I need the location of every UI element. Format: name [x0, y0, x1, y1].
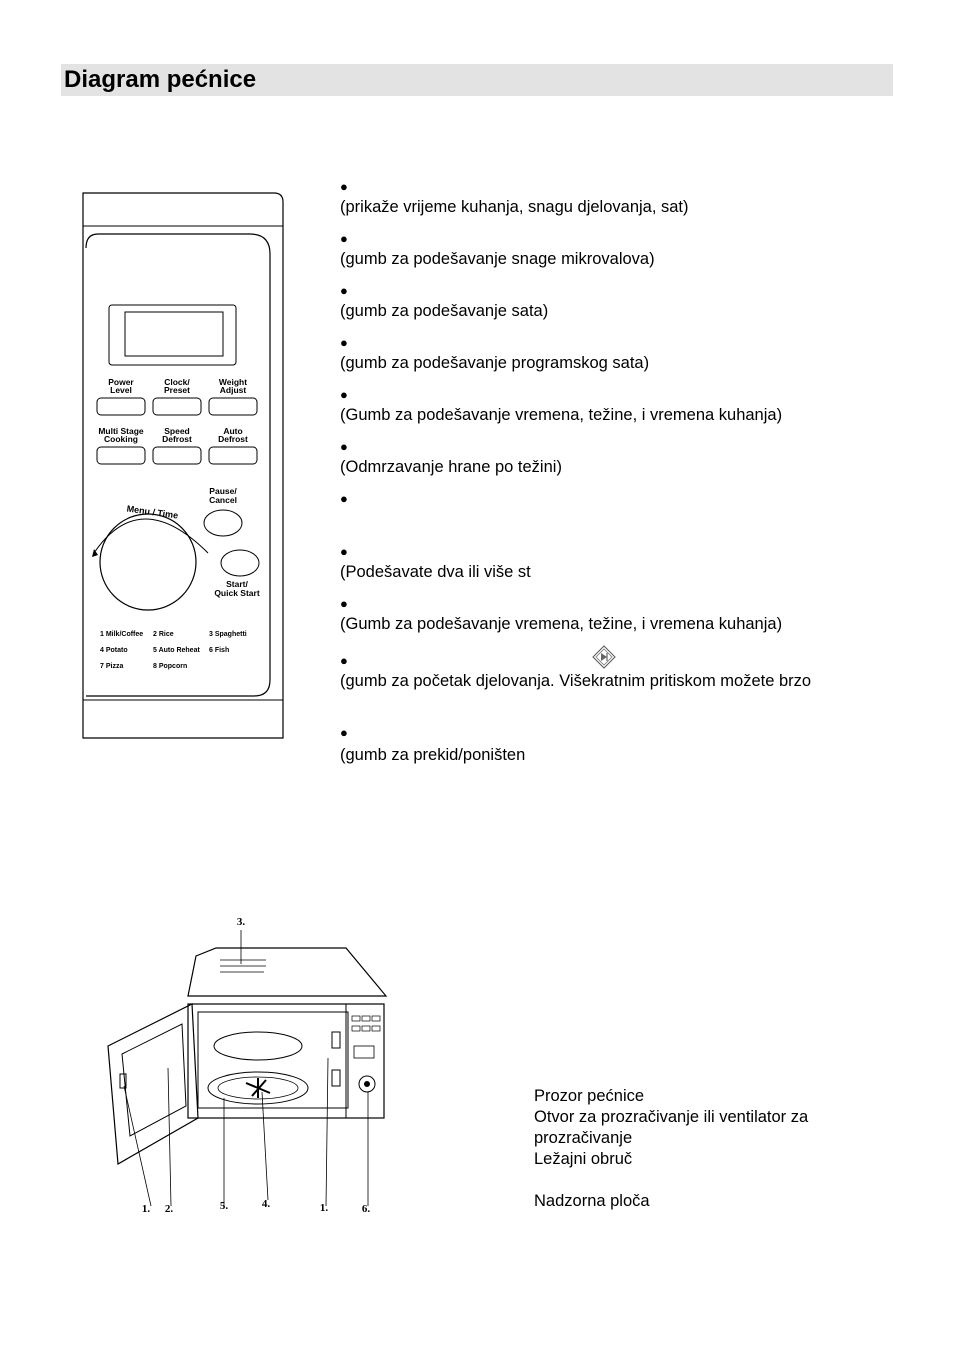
legend-item: Ležajni obruč [534, 1150, 633, 1168]
panel-inner-frame [85, 233, 271, 697]
feature-desc: (gumb za početak djelovanja. Višekratnim… [340, 672, 812, 690]
feature-desc: (gumb za podešavanje programskog sata) [340, 354, 650, 372]
bullet: ● [340, 653, 348, 668]
door-latch [331, 1069, 341, 1087]
power-level-label-2: Level [110, 385, 132, 395]
pause-cancel-button [203, 509, 243, 537]
roller-ring [207, 1071, 309, 1105]
control-panel-illustration: Power Level Clock/ Preset Weight Adjust … [82, 192, 284, 739]
bullet: ● [340, 491, 348, 506]
oven-door [107, 1003, 199, 1165]
start-label-2: Quick Start [214, 588, 260, 598]
bullet: ● [340, 387, 348, 402]
oven-legend: Prozor pećnice Otvor za prozračivanje il… [534, 1086, 808, 1212]
clock-preset-button [152, 397, 202, 416]
callout-label: 1. [320, 1202, 329, 1214]
display-outer [108, 304, 237, 366]
multi-stage-label-2: Cooking [104, 434, 138, 444]
legend-item [534, 1170, 808, 1191]
auto-defrost-label-2: Defrost [218, 434, 248, 444]
weight-adjust-label-2: Adjust [220, 385, 247, 395]
bullet: ● [340, 596, 348, 611]
legend-item: prozračivanje [534, 1129, 633, 1147]
feature-desc: (gumb za prekid/poništen [340, 746, 526, 764]
callout-line [167, 1067, 172, 1207]
turntable [217, 1076, 299, 1100]
feature-desc: (Odmrzavanje hrane po težini) [340, 458, 562, 476]
pause-label-2: Cancel [209, 495, 237, 505]
bullet: ● [340, 544, 348, 559]
panel-outline [82, 192, 284, 739]
menu-time-dial [99, 513, 197, 611]
panel-display [353, 1045, 375, 1059]
menu-item-2: 2 Rice [153, 631, 174, 638]
oven-top [187, 947, 388, 997]
control-panel-strip [345, 1003, 385, 1119]
callout-label: 5. [220, 1200, 229, 1212]
feature-desc: (prikaže vrijeme kuhanja, snagu djelovan… [340, 198, 689, 216]
legend-item: Otvor za prozračivanje ili ventilator za [534, 1108, 809, 1126]
bullet: ● [340, 283, 348, 298]
bullet: ● [340, 335, 348, 350]
power-level-label-1: Power [108, 377, 134, 387]
clock-preset-label-2: Preset [164, 385, 190, 395]
callout-label: 6. [362, 1203, 371, 1215]
oven-cavity [197, 1011, 349, 1109]
menu-item-5: 5 Auto Reheat [153, 647, 200, 654]
feature-desc: (Gumb za podešavanje vremena, težine, i … [340, 615, 783, 633]
multi-stage-button [96, 446, 146, 465]
start-quick-start-button [220, 549, 260, 577]
oven-illustration: 1. 2. 5. 4. 1. 6. 3. [107, 916, 388, 1215]
multi-stage-label-1: Multi Stage [98, 426, 144, 436]
door-hook [119, 1073, 127, 1089]
door-latch [331, 1031, 341, 1049]
bullet: ● [340, 231, 348, 246]
bullet: ● [340, 725, 348, 740]
feature-desc: (gumb za podešavanje snage mikrovalova) [340, 250, 655, 268]
menu-item-6: 6 Fish [209, 647, 229, 654]
page-title: Diagram pećnice [64, 66, 257, 93]
door-window [121, 1023, 187, 1137]
dial-arc-arrow [92, 549, 98, 557]
legend-item: Prozor pećnice [534, 1087, 645, 1105]
menu-item-4: 4 Potato [100, 647, 128, 654]
menu-item-8: 8 Popcorn [153, 663, 187, 670]
menu-item-7: 7 Pizza [100, 663, 123, 670]
speed-defrost-button [152, 446, 202, 465]
title-bar: Diagram pećnice [61, 64, 893, 96]
legend-item: Nadzorna ploča [534, 1192, 650, 1210]
start-symbol-icon [592, 645, 616, 669]
speed-defrost-label-1: Speed [164, 426, 190, 436]
clock-preset-label-1: Clock/ [164, 377, 190, 387]
callout-label: 3. [237, 916, 246, 928]
coupler [245, 1078, 271, 1098]
menu-item-3: 3 Spaghetti [209, 631, 247, 638]
feature-desc: (gumb za podešavanje sata) [340, 302, 549, 320]
callout-line [325, 1057, 329, 1207]
feature-desc: (Gumb za podešavanje vremena, težine, i … [340, 406, 783, 424]
panel-dial [358, 1075, 376, 1093]
callout-line [123, 1085, 152, 1207]
menu-item-1: 1 Milk/Coffee [100, 631, 143, 638]
auto-defrost-button [208, 446, 258, 465]
weight-adjust-label-1: Weight [219, 377, 247, 387]
speed-defrost-label-2: Defrost [162, 434, 192, 444]
feature-desc: (Podešavate dva ili više st [340, 563, 531, 581]
pause-label-1: Pause/ [209, 486, 237, 496]
bullet: ● [340, 439, 348, 454]
callout-label: 1. [142, 1203, 151, 1215]
start-label-1: Start/ [226, 579, 248, 589]
display-screen [124, 311, 224, 357]
callout-label: 2. [165, 1203, 174, 1215]
weight-adjust-button [208, 397, 258, 416]
dial-label: Menu / Time [126, 503, 179, 520]
cavity-light [213, 1031, 303, 1061]
bullet: ● [340, 179, 348, 194]
power-level-button [96, 397, 146, 416]
callout-line [261, 1091, 269, 1201]
callout-label: 4. [262, 1198, 271, 1210]
auto-defrost-label-1: Auto [223, 426, 242, 436]
dial-arc [93, 518, 209, 554]
